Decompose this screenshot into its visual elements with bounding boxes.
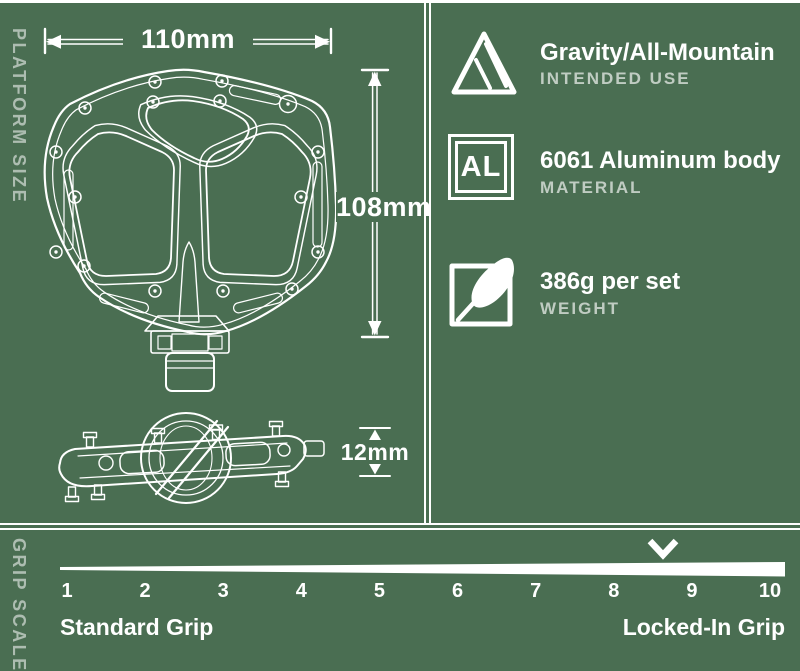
tick-label: 8: [608, 580, 620, 602]
slot-detail: [312, 161, 323, 248]
slot-detail: [98, 292, 150, 314]
slot-detail: [232, 292, 284, 314]
grip-marker-chevron-icon: [647, 538, 679, 560]
side-pins-bottom: [64, 471, 290, 503]
grip-scale-bar: [60, 562, 785, 577]
side-pins-top: [82, 420, 284, 448]
pin-dots: [54, 79, 320, 293]
grip-scale-graphic: [60, 538, 785, 577]
pedal-top-view: [43, 68, 338, 392]
slot-detail: [63, 169, 74, 251]
up-arrowhead-icon: [368, 429, 382, 441]
tick-label: 6: [451, 580, 464, 602]
horizontal-section-divider: [0, 523, 800, 530]
width-dimension-value: 110mm: [123, 24, 253, 54]
tick-label: 5: [373, 580, 385, 602]
standard-grip-label: Standard Grip: [60, 614, 214, 640]
spec-sublabel: WEIGHT: [540, 299, 620, 318]
tick-label: 7: [530, 580, 542, 602]
pedal-technical-drawing: [43, 27, 391, 504]
tick-label: 2: [139, 580, 151, 602]
spec-sublabel: MATERIAL: [540, 178, 643, 197]
spec-row-material: AL 6061 Aluminum body MATERIAL: [0, 0, 781, 200]
thickness-dimension-lines: [359, 427, 391, 477]
height-dimension-value: 108mm: [336, 192, 432, 222]
platform-size-label: PLATFORM SIZE: [9, 28, 29, 205]
feather-icon: [449, 257, 514, 327]
spec-value: Gravity/All-Mountain: [540, 39, 775, 66]
mountain-icon: [451, 31, 517, 95]
al-icon-text: AL: [460, 150, 502, 183]
thickness-dimension-value: 12mm: [339, 439, 411, 465]
top-border-line: [0, 0, 800, 3]
grip-scale-ticks: 1 2 3 4 5 6 7 8 9 10: [52, 580, 785, 603]
right-arrowhead-icon: [315, 34, 330, 49]
spec-value: 6061 Aluminum body: [540, 147, 781, 174]
down-arrowhead-icon: [368, 463, 382, 475]
vertical-section-divider: [424, 3, 431, 523]
spec-sublabel: INTENDED USE: [540, 69, 691, 88]
locked-in-grip-label: Locked-In Grip: [622, 614, 785, 640]
tick-label: 3: [217, 580, 229, 602]
aluminum-al-icon: AL: [448, 134, 514, 200]
pin-circles: [49, 74, 325, 298]
spindle-axle: [144, 315, 230, 392]
tick-label: 9: [686, 580, 698, 602]
left-arrowhead-icon: [46, 34, 61, 49]
tick-label: 1: [61, 580, 73, 602]
tick-label: 10: [758, 580, 782, 602]
grip-scale-label: GRIP SCALE: [9, 538, 29, 671]
tick-label: 4: [295, 580, 307, 602]
up-arrowhead-icon: [368, 71, 382, 86]
pedal-side-view: [58, 412, 325, 504]
spec-value: 386g per set: [540, 268, 681, 295]
down-arrowhead-icon: [368, 321, 382, 336]
